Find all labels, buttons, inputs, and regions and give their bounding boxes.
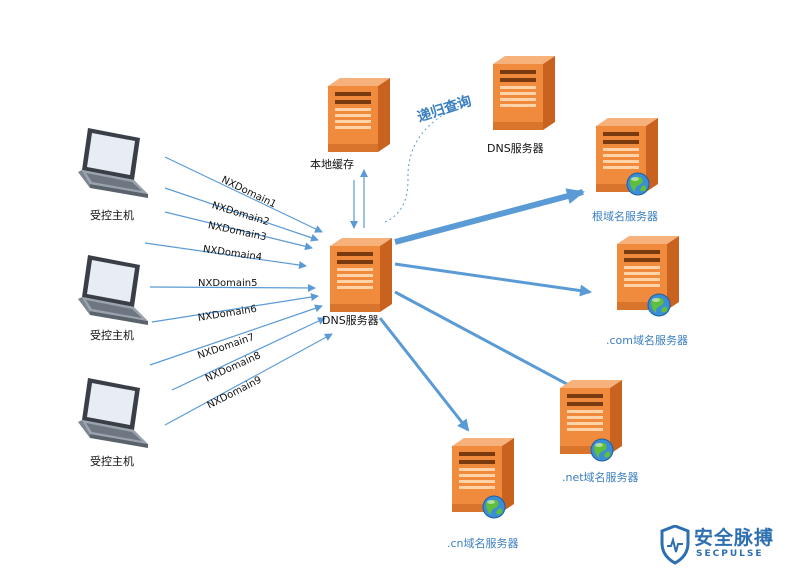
query-arrows [144,156,333,426]
local-cache-server-icon [328,78,390,152]
outgoing-arrows [378,188,592,432]
upstream-dns-server-icon [493,56,555,130]
com-server-icon [617,236,679,310]
net-server-icon [560,380,622,454]
upstream-dns-label: DNS服务器 [487,142,544,155]
globe-icon [647,293,671,317]
recursive-curve [384,101,471,223]
cn-server-icon [452,438,514,512]
cn-server-label: .cn域名服务器 [447,537,519,550]
globe-icon [482,495,506,519]
laptop-icon [78,255,148,325]
host-label: 受控主机 [90,209,134,222]
local-cache-label: 本地缓存 [310,158,354,171]
laptop-icon [78,378,148,448]
root-server-label: 根域名服务器 [592,210,658,223]
host-label: 受控主机 [90,455,134,468]
net-server-label: .net域名服务器 [562,471,639,484]
logo-brand: 安全脉搏 [694,527,775,549]
dns-server-icon [330,238,392,312]
dns-server-label: DNS服务器 [322,314,379,327]
logo-sub: SECPULSE [696,549,764,559]
host-label: 受控主机 [90,329,134,342]
secpulse-logo: 安全脉搏 SECPULSE [660,523,800,569]
shield-icon [660,525,690,565]
globe-icon [626,172,650,196]
cache-arrows [350,169,368,229]
globe-icon [590,438,614,462]
com-server-label: .com域名服务器 [606,334,688,347]
query-label: NXDomain5 [198,278,258,289]
laptop-icon [78,128,148,198]
